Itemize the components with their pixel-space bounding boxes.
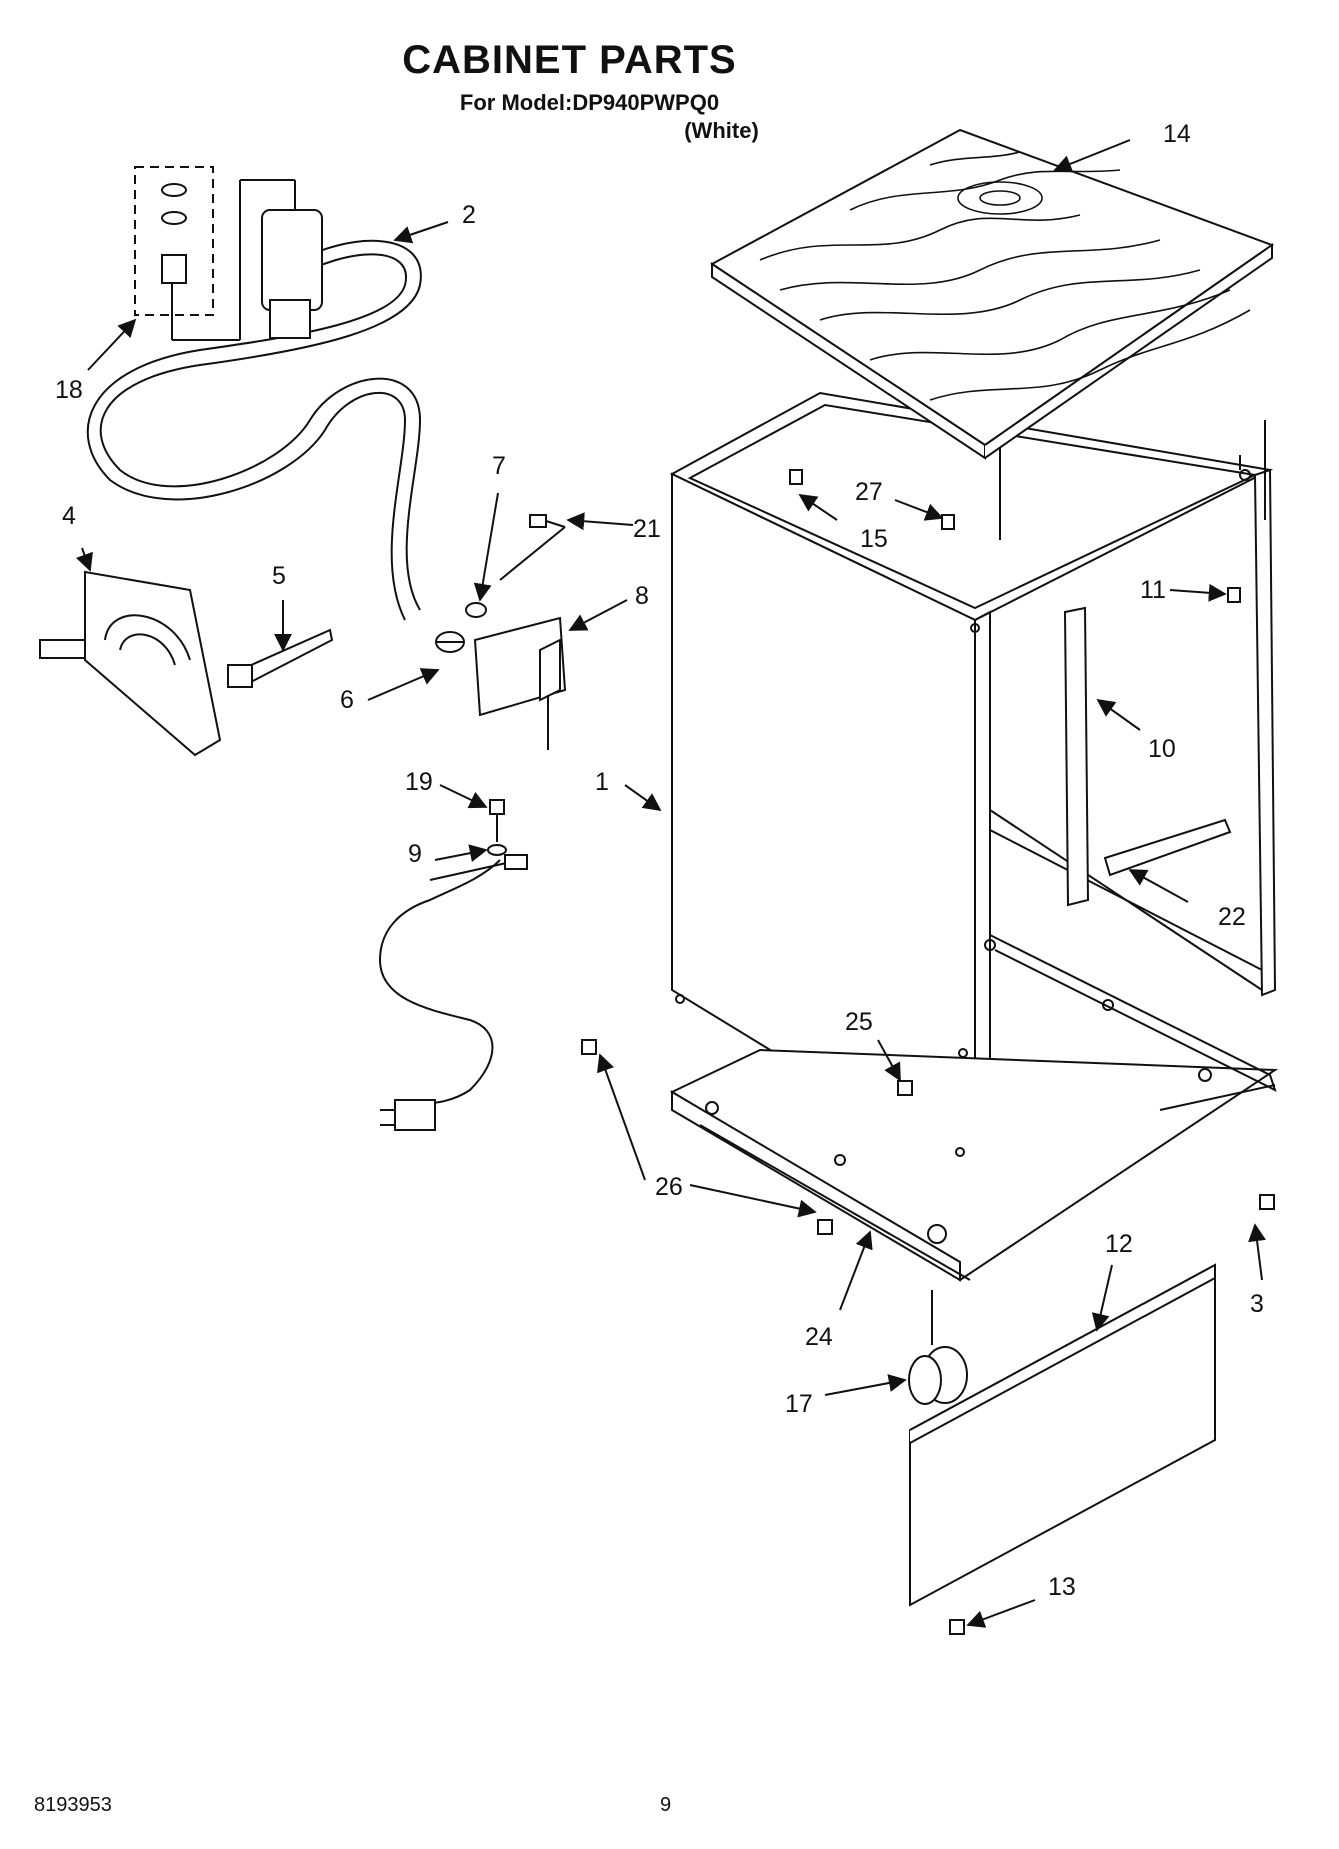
callout-4: 4 — [62, 502, 76, 530]
callout-7: 7 — [492, 452, 506, 480]
callout-labels: 14 2 18 4 5 7 21 8 6 27 15 11 10 22 19 9… — [55, 120, 1264, 1601]
cabinet-frame — [669, 391, 1279, 1282]
callout-17: 17 — [785, 1390, 813, 1418]
callout-5: 5 — [272, 562, 286, 590]
vertical-rail — [1063, 606, 1090, 907]
document-number: 8193953 — [34, 1794, 112, 1816]
callout-3: 3 — [1250, 1290, 1264, 1318]
callout-27: 27 — [855, 478, 883, 506]
callout-13: 13 — [1048, 1573, 1076, 1601]
hose-clamp — [435, 631, 465, 653]
screw — [499, 514, 566, 581]
toe-panel — [909, 1263, 1216, 1607]
fasteners — [581, 469, 1275, 1635]
callout-18: 18 — [55, 376, 83, 404]
callout-14: 14 — [1163, 120, 1191, 148]
callout-19: 19 — [405, 768, 433, 796]
hose-bracket — [39, 570, 222, 757]
callout-6: 6 — [340, 686, 354, 714]
inlet-hose — [86, 179, 422, 621]
callout-26: 26 — [655, 1173, 683, 1201]
callout-25: 25 — [845, 1008, 873, 1036]
callout-8: 8 — [635, 582, 649, 610]
callout-10: 10 — [1148, 735, 1176, 763]
leader-arrows — [76, 139, 1266, 1628]
callout-1: 1 — [595, 768, 609, 796]
page-title: CABINET PARTS — [402, 38, 737, 82]
screen-washer-kit — [134, 166, 241, 341]
callout-22: 22 — [1218, 903, 1246, 931]
support-angle — [1103, 818, 1232, 877]
color-line: (White) — [684, 118, 759, 143]
page-number: 9 — [660, 1794, 672, 1816]
junction-cover — [473, 616, 567, 750]
callout-15: 15 — [860, 525, 888, 553]
power-cord — [378, 799, 528, 1131]
callout-2: 2 — [462, 201, 476, 229]
callout-21: 21 — [633, 515, 661, 543]
washer — [465, 602, 487, 618]
callout-12: 12 — [1105, 1230, 1133, 1258]
caster — [908, 1290, 968, 1405]
wood-countertop — [710, 128, 1275, 460]
cable-tie — [227, 628, 334, 688]
callout-9: 9 — [408, 840, 422, 868]
callout-24: 24 — [805, 1323, 833, 1351]
model-line: For Model:DP940PWPQ0 — [459, 90, 720, 115]
callout-11: 11 — [1140, 576, 1166, 604]
